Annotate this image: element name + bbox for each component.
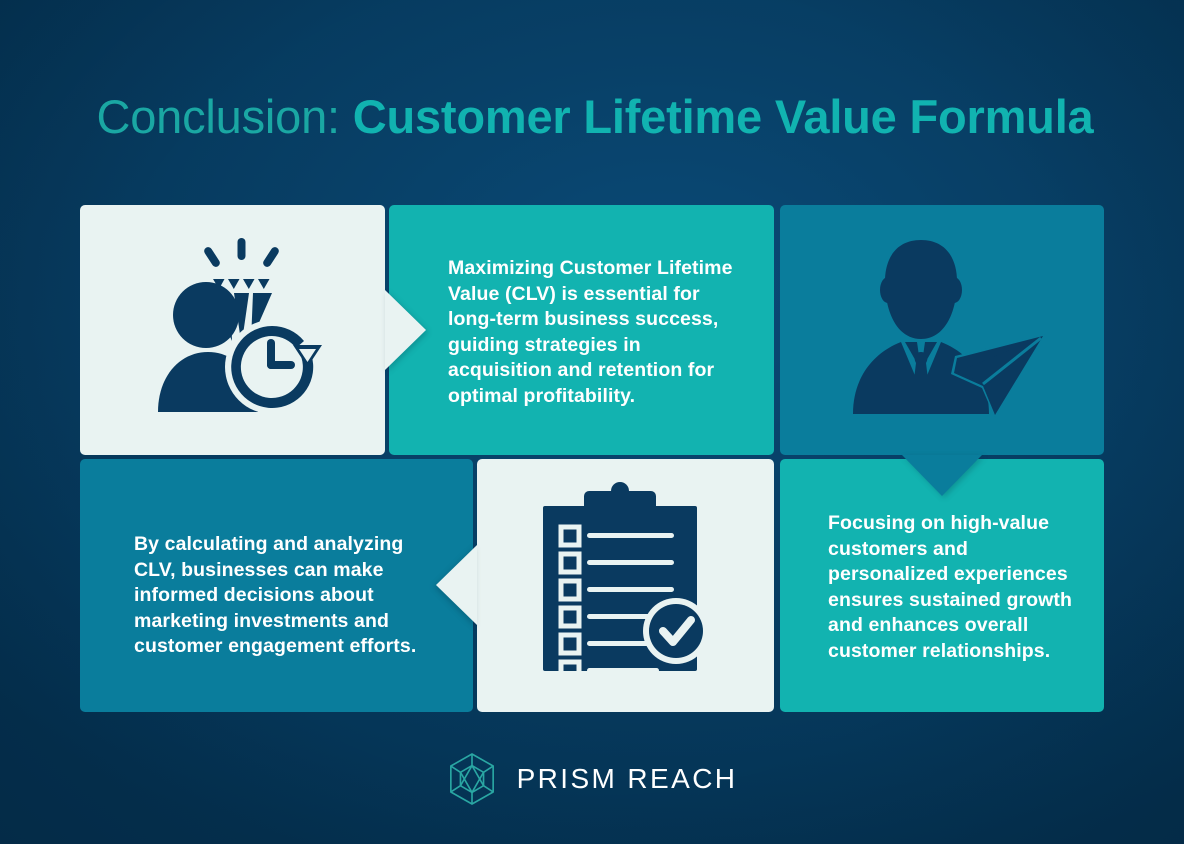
page-title-prefix: Conclusion: [96,90,353,143]
arrow-down-icon [902,455,982,496]
panel-background [780,459,1104,712]
page-title-emphasis: Customer Lifetime Value Formula [352,90,1094,143]
panel-focusing-high-value-text [780,459,1104,712]
arrow-left-icon [436,545,477,625]
brand-name: PRISM REACH [516,763,738,794]
panel-background [389,205,774,455]
customer-value-clock-icon [152,236,334,416]
panel-text-maximizing-clv: Maximizing Customer Lifetime Value (CLV)… [448,257,733,407]
arrow-right-icon [385,290,426,370]
clipboard-checklist-icon [532,476,714,683]
prism-polyhedron-logo-icon [447,752,497,806]
panel-text-focusing-high-value: Focusing on high-value customers and per… [828,512,1073,662]
panel-background [80,459,473,712]
businessman-paper-plane-icon [845,238,1050,418]
panel-text-calculating-clv: By calculating and analyzing CLV, busine… [134,533,417,657]
panel-calculating-clv-text [80,459,473,712]
footer-brand: PRISM REACH [0,752,1184,806]
page-title: Conclusion: Customer Lifetime Value Form… [40,86,1150,148]
panel-maximizing-clv-text [389,205,774,455]
